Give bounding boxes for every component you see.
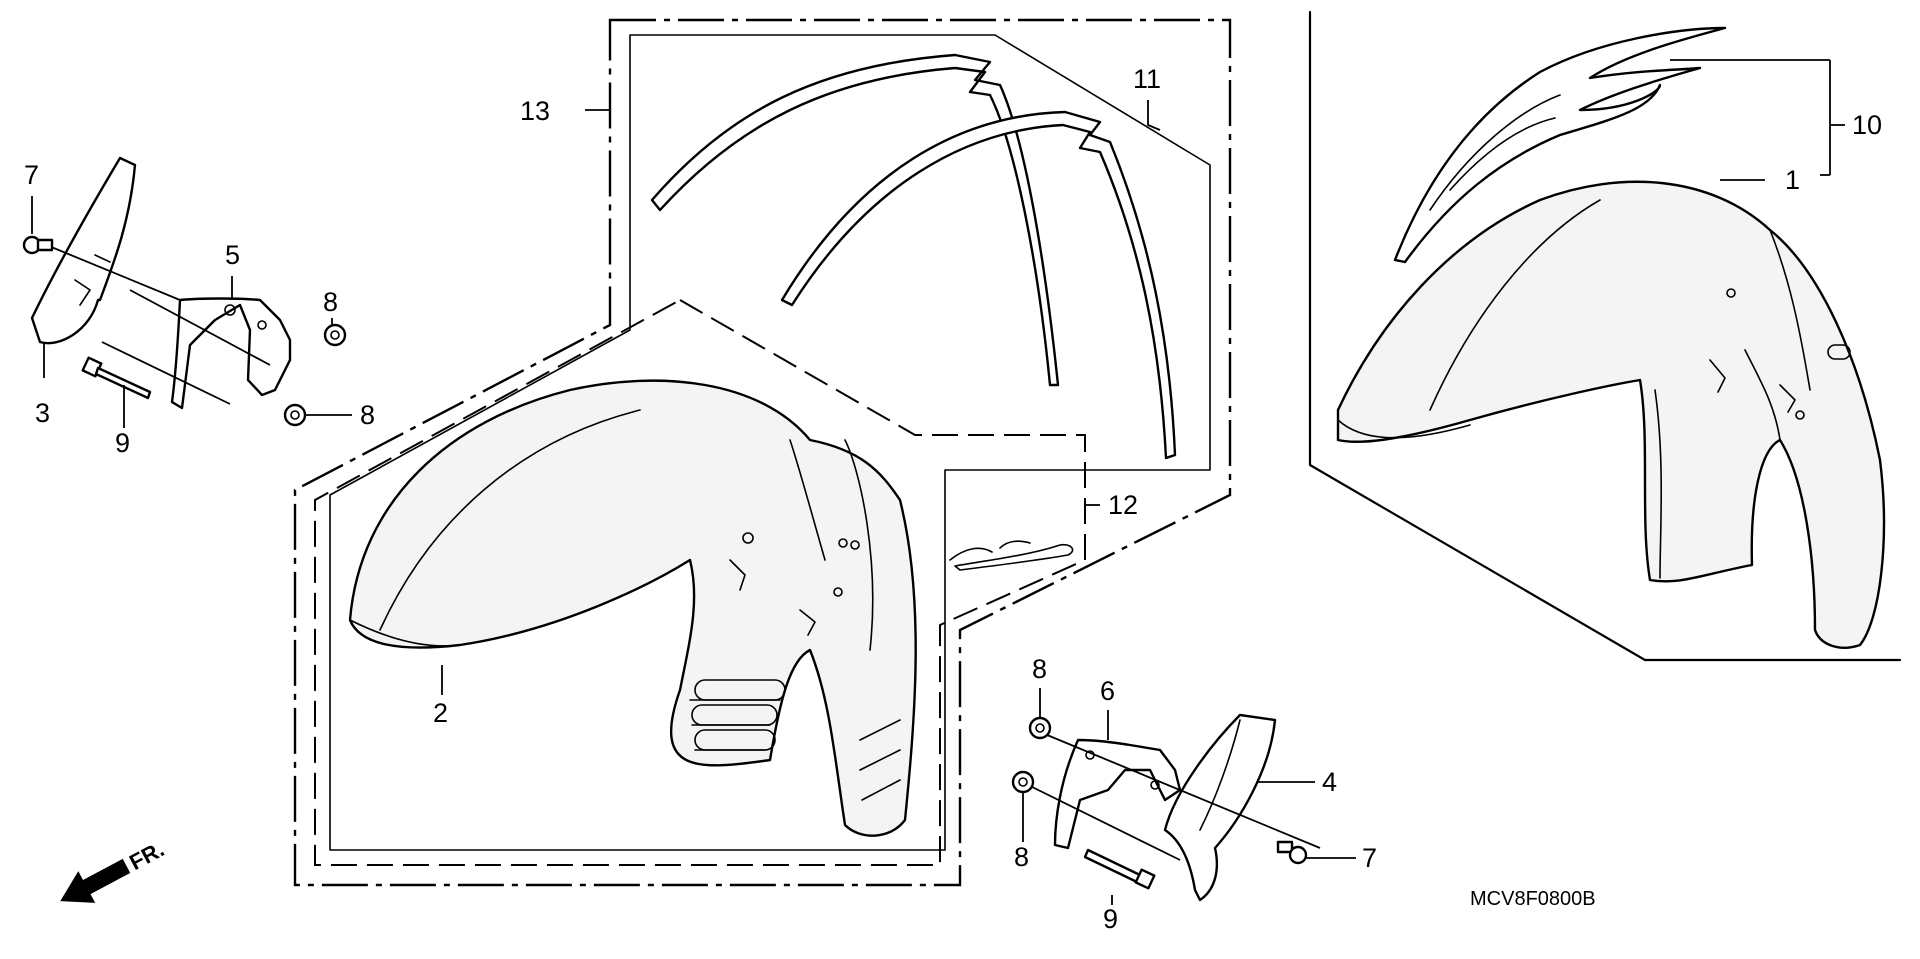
kit-boundary-11 <box>329 34 1211 851</box>
direction-label: FR. <box>125 836 168 875</box>
bolt-9-right <box>1083 848 1156 890</box>
fender-trim-strips <box>650 53 1177 460</box>
front-fender <box>348 379 917 837</box>
bolt-9-left <box>81 356 152 400</box>
flange-nut-8-right-bottom <box>1011 770 1035 794</box>
bolt-7-right <box>1276 840 1308 865</box>
callout-10: 10 <box>1852 110 1882 140</box>
emblem-decal <box>949 540 1074 571</box>
callout-2: 2 <box>433 698 448 728</box>
callout-12: 12 <box>1108 490 1138 520</box>
left-mount-bracket-set <box>22 156 347 427</box>
kit-boundary-13 <box>293 18 1232 887</box>
callout-3: 3 <box>35 398 50 428</box>
right-mount-bracket-set <box>1011 713 1321 902</box>
front-fender-painted <box>1336 180 1886 649</box>
kit-boundary-12 <box>314 298 1086 866</box>
callout-9-left: 9 <box>115 428 130 458</box>
flange-nut-8-left-bottom <box>283 403 307 427</box>
callout-8-left-top: 8 <box>323 287 338 317</box>
arrow-left-icon <box>60 858 131 903</box>
diagram-code: MCV8F0800B <box>1470 888 1596 910</box>
callout-9-right: 9 <box>1103 904 1118 934</box>
callout-11: 11 <box>1133 64 1161 94</box>
bracket-6 <box>1053 738 1182 850</box>
bracket-5 <box>170 297 292 410</box>
front-direction-arrow: FR. <box>60 836 168 903</box>
callout-6: 6 <box>1100 676 1115 706</box>
bolt-7-left <box>22 235 54 255</box>
callout-7-right: 7 <box>1362 843 1377 873</box>
fender-stay-left <box>30 156 137 345</box>
callout-leaders <box>31 59 1845 905</box>
callout-7-left: 7 <box>24 160 39 190</box>
flame-stripe <box>1393 26 1727 264</box>
flange-nut-8-right-top <box>1028 716 1052 740</box>
flange-nut-8-left-top <box>323 323 347 347</box>
callout-numbers: 1 2 3 4 5 6 7 7 8 8 8 8 9 9 10 11 12 13 <box>24 64 1882 934</box>
callout-13: 13 <box>520 96 550 126</box>
callout-8-left-bottom: 8 <box>360 400 375 430</box>
callout-5: 5 <box>225 240 240 270</box>
callout-4: 4 <box>1322 767 1337 797</box>
callout-1: 1 <box>1785 165 1800 195</box>
callout-8-right-top: 8 <box>1032 654 1047 684</box>
callout-8-right-bottom: 8 <box>1014 842 1029 872</box>
right-group-boundary <box>1308 10 1902 662</box>
front-fender-assembly <box>348 379 917 837</box>
